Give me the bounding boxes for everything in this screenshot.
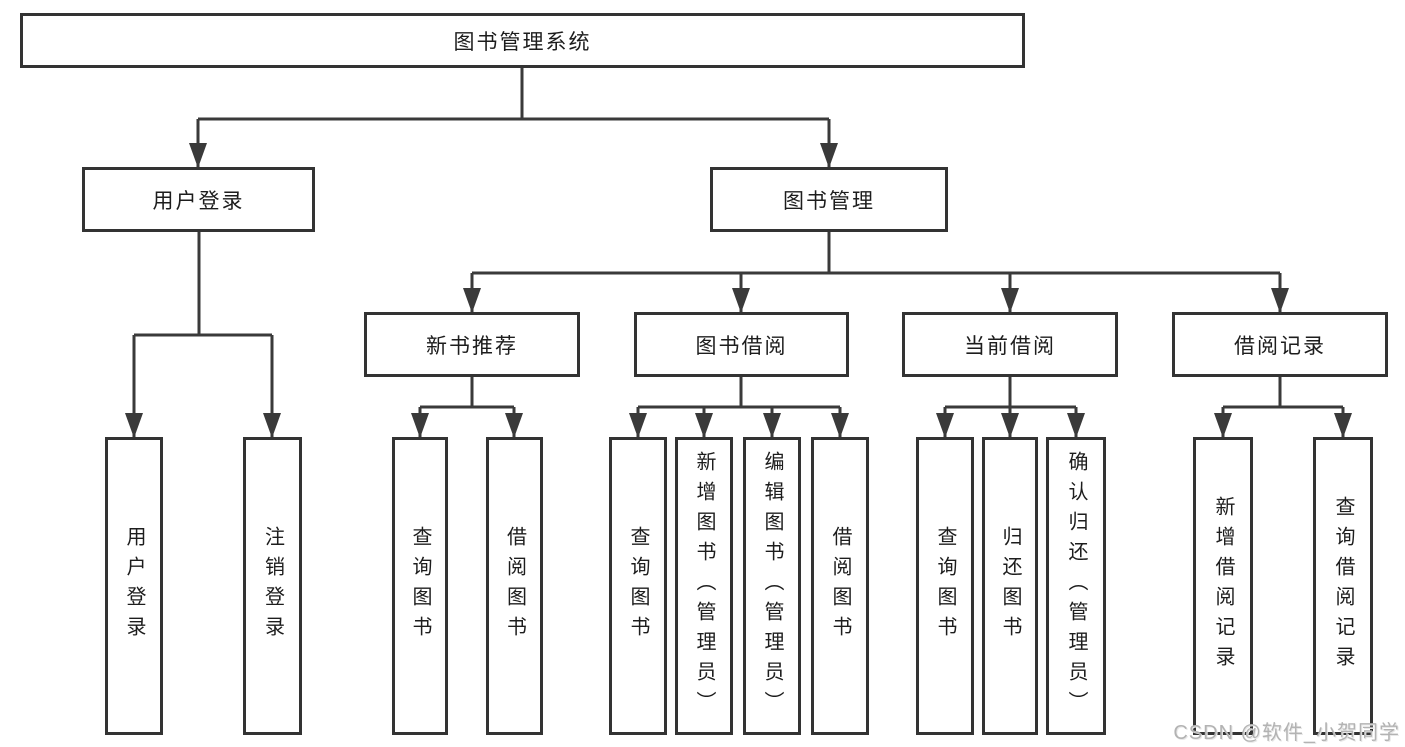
node-label: 查询图书 xyxy=(934,526,956,646)
watermark: CSDN @软件_小贺同学 xyxy=(1173,722,1400,744)
leaf-add-books-admin: 新增图书（管理员） xyxy=(675,437,733,735)
leaf-edit-books-admin: 编辑图书（管理员） xyxy=(743,437,801,735)
connector-group xyxy=(125,68,1352,438)
node-label: 借阅记录 xyxy=(1234,334,1326,358)
leaf-borrow-books: 借阅图书 xyxy=(811,437,869,735)
node-label: 图书借阅 xyxy=(695,334,788,358)
node-label: 归还图书 xyxy=(999,526,1021,646)
node-new-book-recommend: 新书推荐 xyxy=(364,312,580,377)
node-user-login: 用户登录 xyxy=(82,167,315,232)
node-label: 用户登录 xyxy=(152,189,245,213)
node-label: 新增借阅记录 xyxy=(1212,496,1234,676)
leaf-user-login: 用户登录 xyxy=(105,437,163,735)
leaf-borrow-books-recommend: 借阅图书 xyxy=(486,437,543,735)
leaf-query-borrow-record: 查询借阅记录 xyxy=(1313,437,1373,735)
leaf-query-books-current: 查询图书 xyxy=(916,437,974,735)
node-label: 编辑图书（管理员） xyxy=(761,451,783,721)
node-label: 查询图书 xyxy=(409,526,431,646)
node-current-borrow: 当前借阅 xyxy=(902,312,1118,377)
node-label: 当前借阅 xyxy=(964,334,1056,358)
leaf-query-books-recommend: 查询图书 xyxy=(392,437,448,735)
node-label: 借阅图书 xyxy=(829,526,851,646)
node-label: 借阅图书 xyxy=(503,526,526,646)
leaf-add-borrow-record: 新增借阅记录 xyxy=(1193,437,1253,735)
node-root: 图书管理系统 xyxy=(20,13,1025,68)
node-label: 图书管理 xyxy=(783,189,875,213)
node-label: 新书推荐 xyxy=(426,334,518,358)
node-label: 用户登录 xyxy=(123,526,145,646)
node-label: 查询借阅记录 xyxy=(1332,496,1354,676)
leaf-confirm-return-admin: 确认归还（管理员） xyxy=(1046,437,1106,735)
leaf-query-books-borrow: 查询图书 xyxy=(609,437,667,735)
node-label: 图书管理系统 xyxy=(453,30,592,54)
leaf-return-books: 归还图书 xyxy=(982,437,1038,735)
node-label: 确认归还（管理员） xyxy=(1065,451,1087,721)
node-borrow-records: 借阅记录 xyxy=(1172,312,1388,377)
node-book-management: 图书管理 xyxy=(710,167,948,232)
node-label: 查询图书 xyxy=(627,526,649,646)
node-label: 注销登录 xyxy=(261,526,284,646)
leaf-logout: 注销登录 xyxy=(243,437,302,735)
node-book-borrow: 图书借阅 xyxy=(634,312,849,377)
node-label: 新增图书（管理员） xyxy=(693,451,715,721)
